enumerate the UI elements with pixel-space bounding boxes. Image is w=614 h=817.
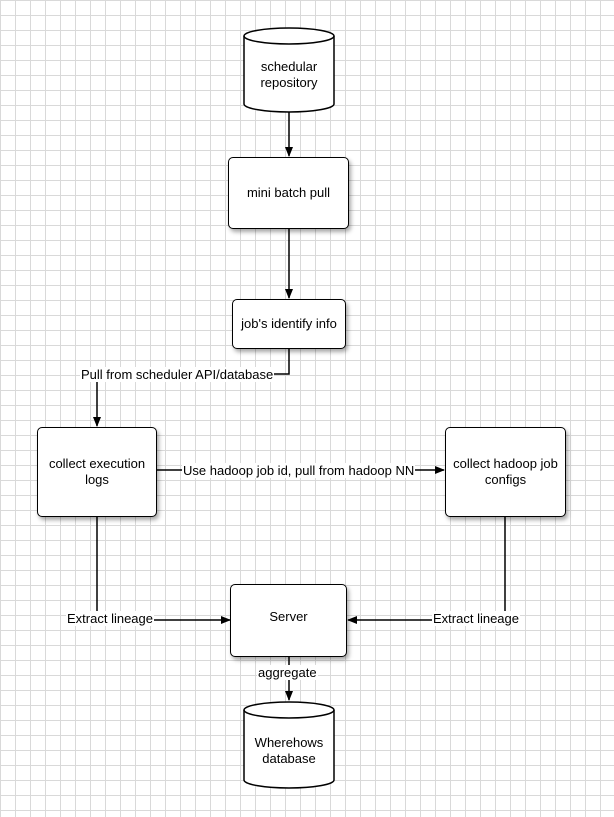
- collect-execution-logs-label-line1: collect execution: [48, 456, 146, 471]
- collect-hadoop-job-configs-label-line2: configs: [484, 472, 527, 487]
- edge-label-aggregate: aggregate: [257, 665, 318, 680]
- wherehows-database-label-line1: Wherehows: [254, 735, 324, 750]
- server-node: Server: [230, 584, 347, 657]
- edge-label-extract-lineage-right: Extract lineage: [432, 611, 520, 626]
- mini-batch-pull-node: mini batch pull: [228, 157, 349, 229]
- edge-jobinfo-to-collectexec: [93, 349, 290, 427]
- wherehows-database-label: Wherehows database: [242, 726, 336, 776]
- wherehows-database-cylinder: [243, 701, 335, 789]
- job-identify-info-label: job's identify info: [241, 316, 337, 331]
- scheduler-repository-label: schedular repository: [242, 50, 336, 100]
- edge-collectexec-to-server: [96, 517, 231, 624]
- scheduler-repository-label-line2: repository: [260, 75, 318, 90]
- collect-hadoop-job-configs-node: collect hadoop job configs: [445, 427, 566, 517]
- server-label: Server: [269, 609, 308, 624]
- collect-execution-logs-label-line2: logs: [85, 472, 109, 487]
- scheduler-repository-label-line1: schedular: [260, 59, 318, 74]
- edge-label-pull-from-scheduler: Pull from scheduler API/database: [80, 367, 275, 382]
- wherehows-database-label-line2: database: [262, 751, 316, 766]
- collect-execution-logs-node: collect execution logs: [37, 427, 157, 517]
- edge-label-extract-lineage-left: Extract lineage: [66, 611, 154, 626]
- scheduler-repository-cylinder: [243, 27, 335, 113]
- mini-batch-pull-label: mini batch pull: [246, 185, 331, 200]
- edge-label-use-hadoop-job-id: Use hadoop job id, pull from hadoop NN: [182, 463, 416, 478]
- job-identify-info-node: job's identify info: [232, 299, 346, 349]
- edge-hadoop-to-server: [347, 517, 506, 624]
- collect-hadoop-job-configs-label-line1: collect hadoop job: [453, 456, 558, 471]
